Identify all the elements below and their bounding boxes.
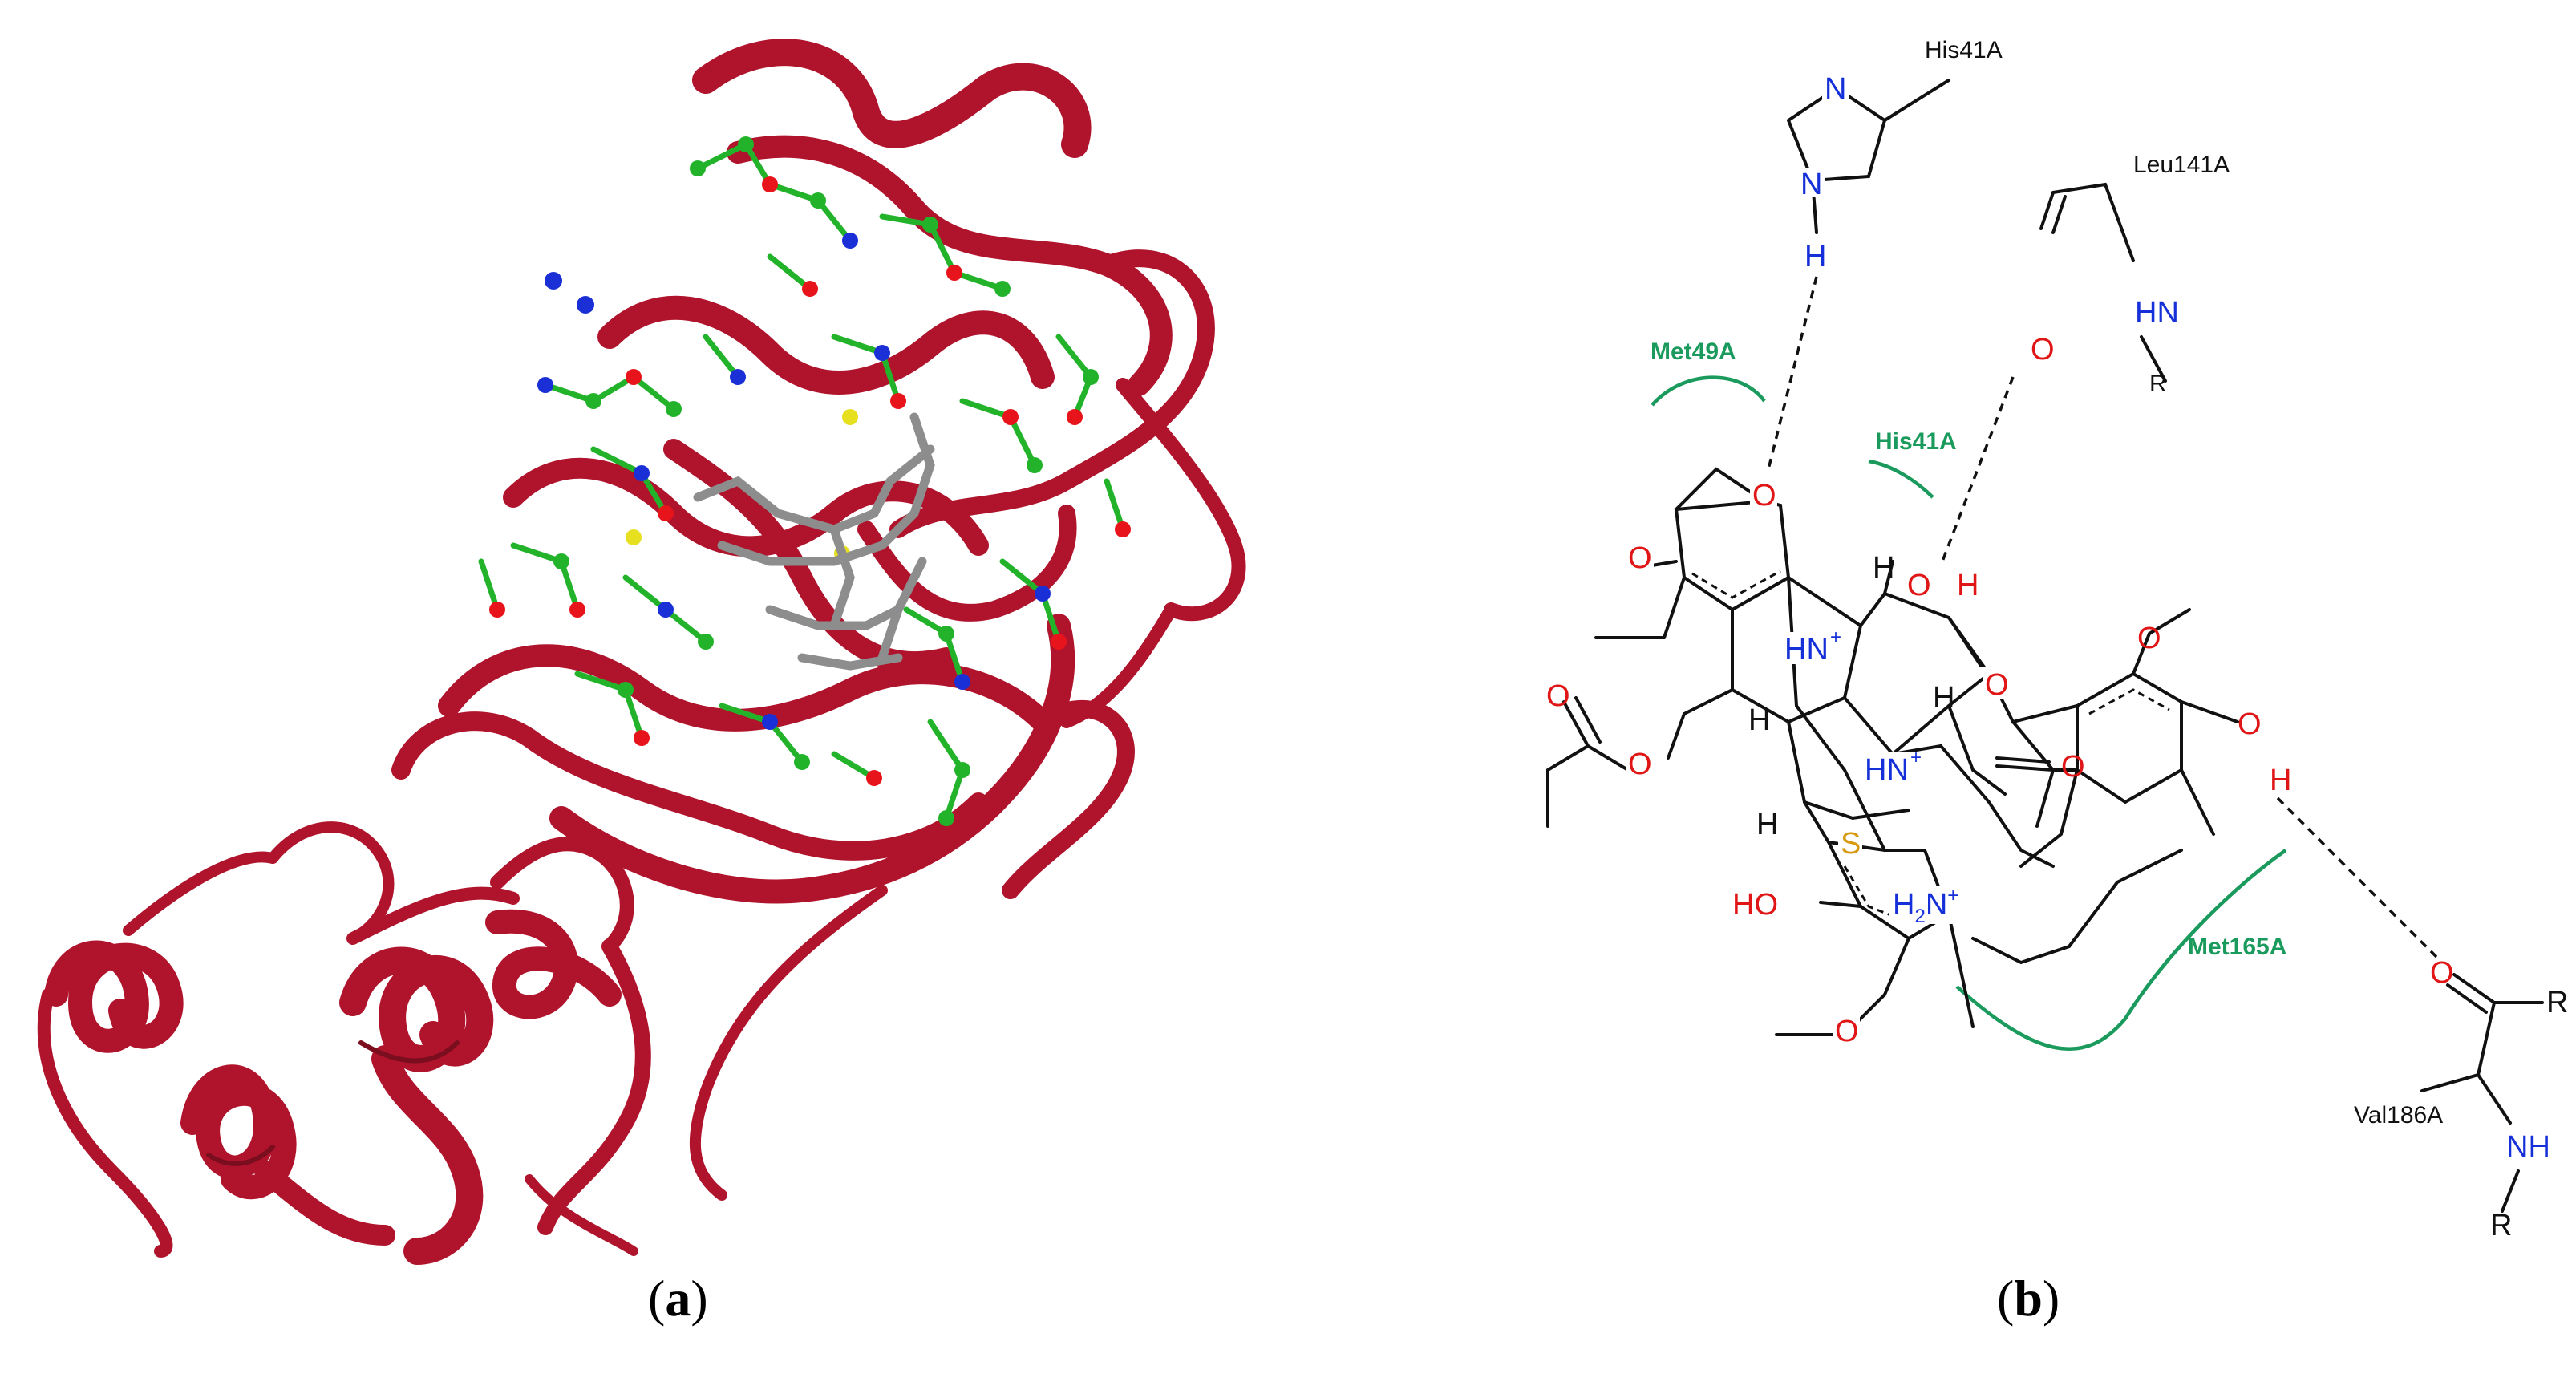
svg-text:(a): (a) — [648, 1270, 708, 1327]
val186-residue: O R NH R Val186A — [2354, 956, 2568, 1242]
hn-plus1-atom: HN — [1784, 633, 1829, 667]
val-r1-label: R — [2546, 986, 2568, 1019]
o-methoxy-top-atom: O — [2137, 622, 2161, 655]
met49-contact: Met49A — [1651, 338, 1766, 407]
ligand-skeleton — [1546, 467, 2239, 1036]
s-atom: S — [1841, 827, 1861, 861]
svg-text:(b): (b) — [1997, 1270, 2060, 1327]
label-val186a: Val186A — [2354, 1102, 2443, 1129]
label-leu141a: Leu141A — [2133, 152, 2230, 178]
ligand-atom-labels: O O H O H HN + O O O O H O O H H HN + H — [1546, 478, 2291, 1048]
label-met49a: Met49A — [1651, 338, 1736, 365]
caption-a-letter: a — [665, 1270, 691, 1327]
his-nh-n-atom: N — [1800, 168, 1822, 201]
o-carbonyl-atom: O — [2061, 750, 2085, 784]
panel-a-protein-render — [37, 38, 1246, 1265]
h-left-atom: H — [1756, 808, 1778, 841]
val-nh-atom: NH — [2506, 1130, 2550, 1164]
val-o-atom: O — [2430, 956, 2454, 990]
his-n-atom: N — [1825, 72, 1846, 106]
caption-b-letter: b — [2014, 1270, 2043, 1327]
o-ester-atom: O — [1985, 668, 2009, 702]
o-diox1-atom: O — [1752, 479, 1776, 513]
his-nh-h-atom: H — [1804, 240, 1826, 274]
caption-a-close: ) — [691, 1270, 707, 1327]
caption-a-open: ( — [648, 1270, 665, 1327]
o-acetyl-dbl-atom: O — [1546, 679, 1570, 713]
his41-contact: His41A — [1868, 428, 1957, 499]
hn-plus2-charge: + — [1910, 747, 1922, 768]
oh-o-atom: O — [1907, 569, 1931, 602]
panel-b-interaction-diagram: N N H His41A O HN R Leu141A Met49A His41… — [1546, 37, 2568, 1242]
met165-contact: Met165A — [1955, 849, 2286, 1052]
o-methoxy-bot-atom: O — [1835, 1015, 1859, 1048]
val-r2-label: R — [2490, 1209, 2512, 1242]
protein-ribbon — [37, 38, 1246, 1265]
o-acetyl-atom: O — [1628, 748, 1652, 781]
leu141-residue: O HN R Leu141A — [2031, 152, 2230, 397]
oh2-o-atom: O — [2238, 707, 2262, 741]
label-met165a: Met165A — [2188, 934, 2286, 960]
ligand-sticks — [693, 412, 935, 671]
leu-o-atom: O — [2031, 333, 2055, 367]
ho-atom: HO — [1732, 888, 1778, 922]
h-mid1-atom: H — [1748, 703, 1770, 737]
oh2-h-atom: H — [2270, 764, 2291, 797]
label-his41a-arc: His41A — [1875, 428, 1957, 455]
oh-h-atom: H — [1957, 569, 1979, 602]
label-his41a-top: His41A — [1925, 37, 2003, 63]
hydrogen-bonds — [1767, 276, 2440, 960]
leu-hn-atom: HN — [2135, 296, 2179, 330]
hn-plus1-charge: + — [1830, 626, 1841, 648]
caption-b-close: ) — [2043, 1270, 2060, 1327]
his41-imidazole: N N H His41A — [1786, 37, 2003, 274]
h-top-atom: H — [1873, 551, 1894, 585]
h-mid2-atom: H — [1933, 681, 1954, 715]
caption-b-open: ( — [1997, 1270, 2014, 1327]
h2n-plus-h: H2N+ — [1893, 885, 1958, 927]
binding-site-residues — [478, 136, 1131, 826]
hn-plus2-atom: HN — [1865, 753, 1909, 787]
leu-r-label: R — [2149, 371, 2167, 397]
o-diox2-atom: O — [1628, 541, 1652, 575]
